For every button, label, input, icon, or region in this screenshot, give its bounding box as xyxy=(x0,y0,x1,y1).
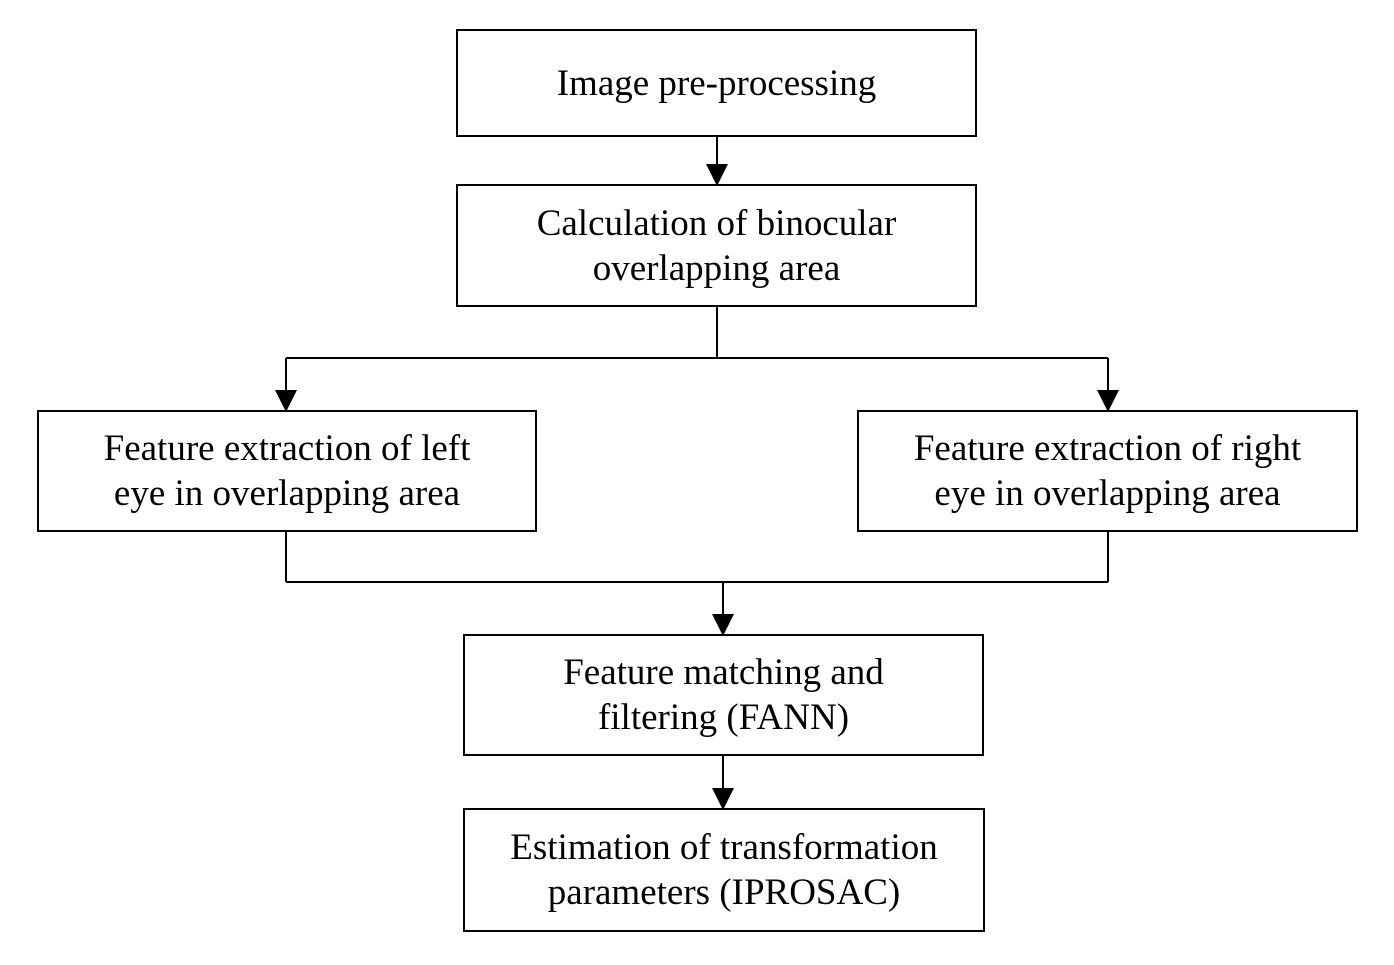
node-label-line: Estimation of transformation xyxy=(510,827,938,868)
node-right-eye-features: Feature extraction of right eye in overl… xyxy=(857,410,1358,532)
node-image-preprocessing: Image pre-processing xyxy=(456,29,977,137)
node-label-line: Feature extraction of left xyxy=(103,428,471,469)
node-left-eye-features: Feature extraction of left eye in overla… xyxy=(37,410,537,532)
node-label-line: overlapping area xyxy=(592,247,841,289)
node-parameter-estimation: Estimation of transformation parameters … xyxy=(463,808,985,932)
node-label-line: eye in overlapping area xyxy=(934,473,1281,514)
node-label-line: Image pre-processing xyxy=(556,62,877,104)
node-label-line: Feature matching and xyxy=(563,652,884,693)
node-label-line: filtering (FANN) xyxy=(597,697,850,738)
node-label-line: Calculation of binocular xyxy=(536,202,897,244)
node-label-line: eye in overlapping area xyxy=(113,473,461,514)
node-label-line: Feature extraction of right xyxy=(913,428,1302,469)
node-feature-matching: Feature matching and filtering (FANN) xyxy=(463,634,984,756)
node-label-line: parameters (IPROSAC) xyxy=(547,872,901,913)
node-binocular-overlap: Calculation of binocular overlapping are… xyxy=(456,184,977,307)
